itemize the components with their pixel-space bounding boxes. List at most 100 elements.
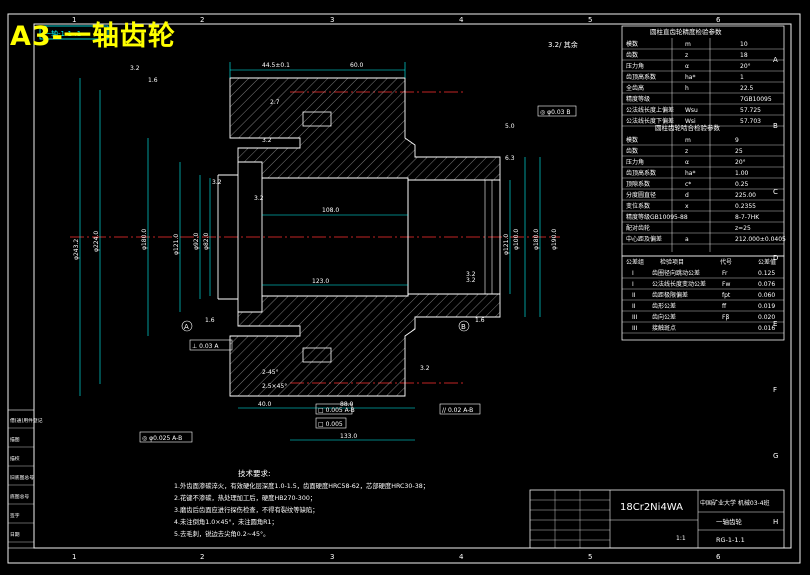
param-name: 齿数 — [626, 51, 638, 59]
column-label: 5 — [588, 553, 592, 561]
dim-top-3: 2.7 — [270, 99, 280, 106]
param-value: 25 — [735, 148, 743, 155]
column-label: 6 — [716, 553, 721, 561]
dim-right-4: φ190.0 — [551, 229, 558, 250]
stamp-label: 旧底图总号 — [10, 474, 34, 481]
check-value: 0.076 — [758, 281, 775, 288]
tol-frame-5: □ 0.005 A-B — [318, 407, 355, 414]
param-value: 9 — [735, 137, 739, 144]
param-value: 57.725 — [740, 107, 761, 114]
check-value: 0.125 — [758, 270, 775, 277]
check-header-item: 检验项目 — [660, 258, 684, 266]
check-group: III — [632, 325, 638, 332]
check-code: fpt — [722, 292, 731, 299]
param-value: 20° — [735, 159, 746, 166]
param-symbol: α — [685, 63, 689, 70]
param-name: 模数 — [626, 136, 638, 144]
param-name: 齿数 — [626, 147, 638, 155]
param-name: 全齿高 — [626, 84, 644, 92]
check-item: 齿形公差 — [652, 302, 676, 310]
spline-outline — [407, 179, 501, 295]
datum-b: B — [461, 323, 466, 331]
param-symbol: a — [685, 236, 689, 243]
row-label: G — [773, 452, 778, 460]
param-value: 212.000±0.0405 — [735, 236, 786, 243]
scale: 1:1 — [676, 535, 686, 542]
param-name: 压力角 — [626, 62, 644, 70]
dim-top-1: 44.5±0.1 — [262, 62, 290, 69]
check-group: I — [632, 281, 634, 288]
row-label: F — [773, 386, 777, 394]
inner-border — [33, 23, 792, 549]
param-symbol: h — [685, 85, 689, 92]
section1-title: 圆柱直齿轮精度检验参数 — [650, 27, 722, 36]
row-label: H — [773, 518, 778, 526]
title-block: 18Cr2Ni4WA 中国矿业大学 机械03-4班 一轴齿轮 RG-1-1.1 … — [529, 489, 785, 549]
section-hatch-upper — [229, 77, 501, 181]
dim-left-4: φ121.0 — [173, 234, 180, 255]
param-name: 分度圆直径 — [626, 191, 656, 199]
note-line: 1.外齿面渗碳淬火，有效硬化层深度1.0-1.5，齿面硬度HRC58-62，芯部… — [174, 481, 429, 490]
param-symbol: x — [685, 203, 689, 210]
oil-hole-upper — [302, 111, 332, 127]
param-symbol: ha* — [685, 170, 695, 177]
param-name: 精度等级GB10095-88 — [626, 213, 688, 221]
param-name: 变位系数 — [626, 202, 650, 210]
note-line: 2.花键不渗碳，热处理加工后，硬度HB270-300； — [174, 493, 316, 502]
dim-bottom-2: 88.0 — [340, 401, 354, 408]
dim-left-3: φ180.0 — [141, 229, 148, 250]
check-value: 0.020 — [758, 314, 775, 321]
datum-a: A — [184, 323, 189, 331]
column-label: 4 — [459, 553, 464, 561]
drawing-no: RG-1-1.1 — [716, 536, 745, 544]
param-symbol: m — [685, 41, 691, 48]
dim-bottom-1: 40.0 — [258, 401, 272, 408]
roughness-value: 3.2 — [130, 65, 140, 72]
param-name: 中心距及偏差 — [626, 235, 662, 243]
roughness-value: 3.2 — [212, 179, 222, 186]
column-label: 4 — [459, 16, 464, 24]
roughness-value: 1.6 — [475, 317, 485, 324]
check-item: 接触斑点 — [652, 324, 676, 332]
param-value: 7GB10095 — [740, 96, 772, 103]
check-code: Fw — [722, 281, 730, 288]
dim-bore-2: 123.0 — [312, 278, 329, 285]
code-box — [39, 25, 109, 40]
check-group: II — [632, 292, 636, 299]
top-code: 一轴-1-1-.1 — [44, 29, 81, 38]
check-item: 齿向公差 — [652, 313, 676, 321]
roughness-value: 6.3 — [505, 155, 515, 162]
param-value: 22.5 — [740, 85, 754, 92]
dim-bottom-3: 133.0 — [340, 433, 357, 440]
param-value: 0.2355 — [735, 203, 756, 210]
row-label: D — [773, 254, 778, 262]
tol-frame-6: // 0.02 A-B — [442, 407, 473, 414]
param-name: 齿顶高系数 — [626, 169, 656, 177]
param-symbol: m — [685, 137, 691, 144]
check-header-code: 代号 — [720, 258, 732, 266]
datum-markers: A B — [181, 320, 470, 332]
stamp-label: 描校 — [10, 455, 20, 462]
dim-right-1: φ121.0 — [503, 234, 510, 255]
param-value: 20° — [740, 63, 751, 70]
param-value: 1 — [740, 74, 744, 81]
stamp-label: 描图 — [10, 436, 20, 443]
column-label: 2 — [200, 553, 204, 561]
section-hatch-lower — [229, 293, 501, 397]
roughness-value: 3.2 — [466, 277, 476, 284]
dim-left-5: φ92.0 — [193, 233, 200, 251]
roughness-value: 3.2 — [262, 137, 272, 144]
dim-left-6: φ82.0 — [203, 233, 210, 251]
check-value: 0.019 — [758, 303, 775, 310]
section2-title: 圆柱齿轮啮合检验参数 — [655, 123, 721, 132]
param-value: 10 — [740, 41, 748, 48]
check-value: 0.016 — [758, 325, 775, 332]
param-name: 精度等级 — [626, 95, 650, 103]
param-value: 18 — [740, 52, 748, 59]
check-header-group: 公差组 — [626, 258, 644, 266]
